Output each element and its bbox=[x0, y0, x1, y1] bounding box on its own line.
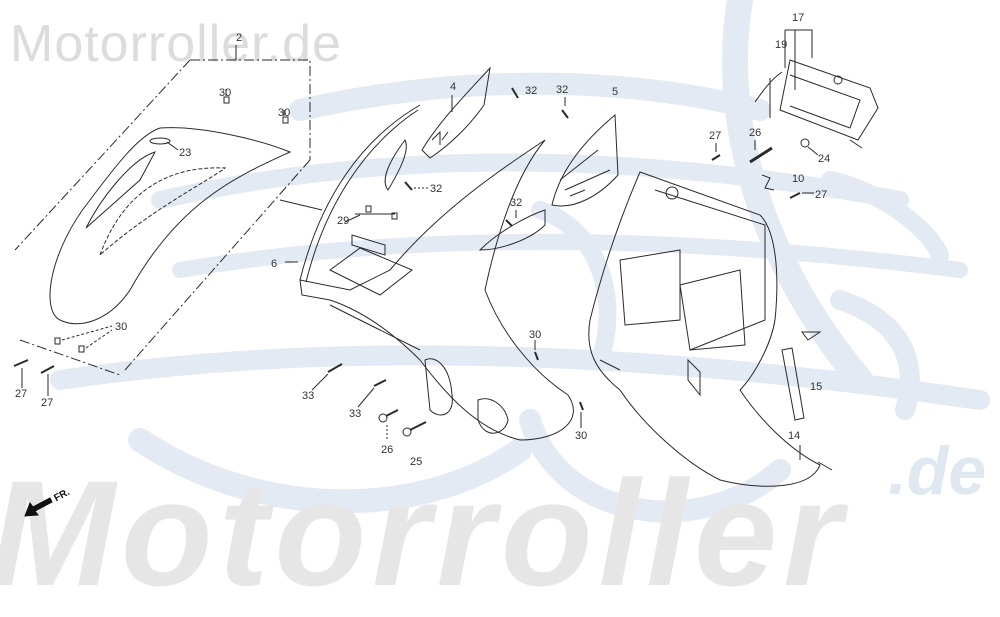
callout-33: 33 bbox=[349, 408, 362, 420]
part-17-rack bbox=[754, 29, 879, 149]
part-5-side-panel bbox=[551, 113, 619, 207]
callout-33: 33 bbox=[302, 390, 315, 402]
watermark-top: Motorroller.de bbox=[10, 15, 342, 73]
callout-6: 6 bbox=[271, 258, 278, 270]
callout-30: 30 bbox=[529, 329, 542, 341]
callout-24: 24 bbox=[818, 153, 831, 165]
screws-32 bbox=[404, 87, 569, 227]
callout-30: 30 bbox=[219, 87, 232, 99]
callout-26: 26 bbox=[749, 127, 762, 139]
part-4-side-panel bbox=[421, 66, 491, 159]
callout-32: 32 bbox=[556, 84, 569, 96]
callout-14: 14 bbox=[788, 430, 801, 442]
part-14-inner-cover bbox=[588, 171, 833, 487]
callout-30: 30 bbox=[575, 430, 588, 442]
callout-15: 15 bbox=[810, 381, 823, 393]
callout-26: 26 bbox=[381, 444, 394, 456]
callout-32: 32 bbox=[510, 197, 523, 209]
fasteners-bottom bbox=[311, 340, 584, 441]
front-direction-arrow bbox=[24, 497, 53, 517]
callout-17: 17 bbox=[792, 12, 805, 24]
callout-30: 30 bbox=[278, 107, 291, 119]
callout-27: 27 bbox=[41, 397, 54, 409]
callout-10: 10 bbox=[792, 173, 805, 185]
parts-diagram: Motorroller.de Motorroller .de bbox=[0, 0, 990, 608]
callout-30: 30 bbox=[115, 321, 128, 333]
callout-19: 19 bbox=[775, 39, 788, 51]
callout-29: 29 bbox=[337, 215, 350, 227]
fasteners-upper-right bbox=[711, 138, 819, 199]
watermark-swoosh bbox=[50, 0, 990, 523]
part-6-front-cover bbox=[279, 104, 574, 441]
callout-2: 2 bbox=[236, 32, 243, 44]
callout-27: 27 bbox=[15, 388, 28, 400]
callout-5: 5 bbox=[612, 86, 619, 98]
callout-25: 25 bbox=[410, 456, 423, 468]
line-art bbox=[13, 29, 879, 517]
watermark-de: .de bbox=[888, 433, 987, 509]
callout-27: 27 bbox=[815, 189, 828, 201]
callout-32: 32 bbox=[430, 183, 443, 195]
part-2-front-panel bbox=[14, 45, 311, 376]
callout-32: 32 bbox=[525, 85, 538, 97]
part-15-strip bbox=[781, 347, 805, 421]
callout-4: 4 bbox=[450, 81, 457, 93]
callout-23: 23 bbox=[179, 147, 192, 159]
callout-27: 27 bbox=[709, 130, 722, 142]
screws-27-left bbox=[13, 359, 55, 396]
